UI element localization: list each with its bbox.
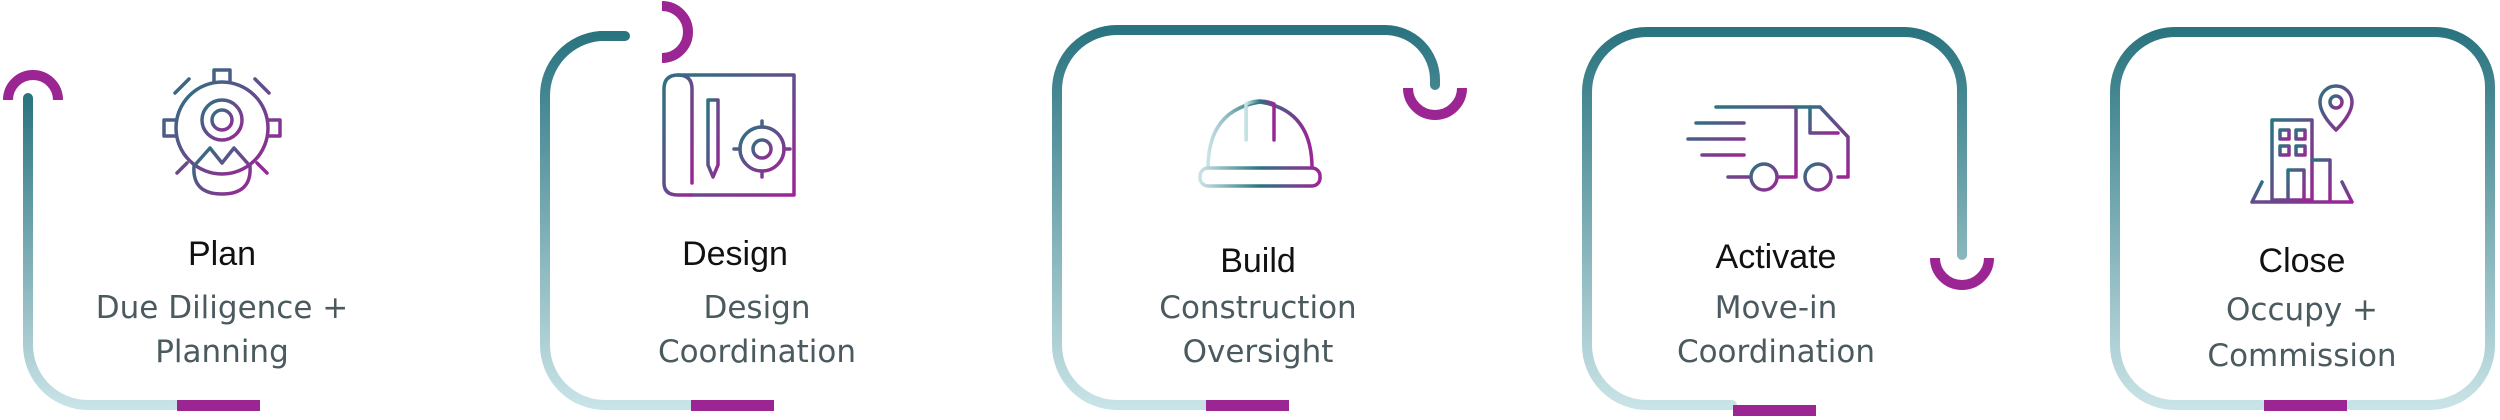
stage-frame xyxy=(23,93,180,410)
stage-close: Close Occupy + Commission xyxy=(2110,27,2495,411)
stage-title: Plan xyxy=(188,235,256,273)
stage-subtitle-line2: Planning xyxy=(155,334,289,370)
building-location-icon xyxy=(2250,84,2354,204)
stage-plan: Plan Due Diligence + Planning xyxy=(3,68,349,411)
connector-hook xyxy=(3,70,63,101)
stage-underline xyxy=(177,400,260,411)
stage-build: Build Construction Oversight xyxy=(1052,25,1467,411)
stage-activate: Activate Move-in Coordination xyxy=(1582,27,1994,416)
stage-subtitle-line1: Move-in xyxy=(1715,290,1838,326)
stage-title: Build xyxy=(1220,242,1296,280)
stage-title: Activate xyxy=(1716,238,1837,276)
stage-subtitle-line2: Coordination xyxy=(658,334,856,370)
hard-hat-icon xyxy=(1198,99,1322,188)
stage-underline xyxy=(691,400,774,411)
stage-underline xyxy=(1206,400,1289,411)
moving-truck-icon xyxy=(1686,105,1850,192)
stage-frame xyxy=(539,31,695,410)
stage-subtitle-line1: Occupy + xyxy=(2226,292,2378,328)
connector-hook xyxy=(1403,87,1467,120)
stage-frame xyxy=(2110,27,2495,410)
connector-hook xyxy=(661,1,693,63)
stage-subtitle-line1: Due Diligence + xyxy=(96,290,349,326)
stage-title: Close xyxy=(2259,242,2346,280)
gear-person-icon xyxy=(162,68,282,196)
stage-title: Design xyxy=(682,235,788,273)
stage-design: Design Design Coordination xyxy=(539,1,856,411)
stage-subtitle-line1: Design xyxy=(703,290,810,326)
connector-hook xyxy=(1930,257,1994,290)
stage-subtitle-line2: Coordination xyxy=(1677,334,1875,370)
stage-underline xyxy=(1733,405,1816,416)
stage-subtitle-line2: Oversight xyxy=(1183,334,1334,370)
stage-underline xyxy=(2264,400,2347,411)
blueprint-gear-icon xyxy=(662,73,796,197)
stage-frame xyxy=(1052,25,1440,410)
stage-subtitle-line2: Commission xyxy=(2207,338,2396,374)
stage-frame xyxy=(1582,27,1967,410)
stage-subtitle-line1: Construction xyxy=(1159,290,1356,326)
